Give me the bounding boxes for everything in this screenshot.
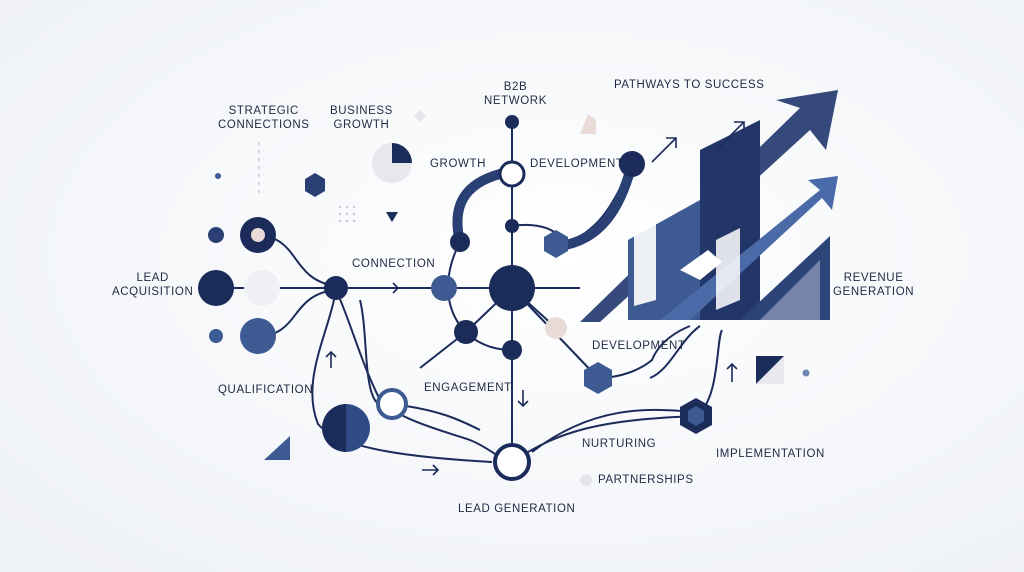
label-business-growth: BUSINESS GROWTH — [330, 105, 393, 131]
label-nurturing: NURTURING — [582, 438, 657, 450]
triangle-icons — [264, 110, 784, 460]
growth-arc — [452, 167, 513, 247]
arrow-up-icon — [325, 350, 337, 368]
arrow-down-icon — [517, 390, 529, 408]
label-partnerships: PARTNERSHIPS — [598, 474, 694, 486]
arrow-right-icon — [422, 464, 440, 476]
label-engagement: ENGAGEMENT — [424, 382, 512, 394]
label-implementation: IMPLEMENTATION — [716, 448, 825, 460]
label-b2b-network: B2B NETWORK — [484, 81, 547, 107]
arrow-icons — [325, 121, 745, 476]
label-lead-generation: LEAD GENERATION — [458, 503, 576, 515]
arrow-up-right-icon — [651, 137, 677, 163]
arrow-right-icon — [382, 282, 400, 294]
label-pathways-to-success: PATHWAYS TO SUCCESS — [614, 79, 765, 91]
decorative-dots — [258, 142, 356, 223]
hexagon-icons — [305, 173, 712, 434]
label-development-mid: DEVELOPMENT — [592, 340, 686, 352]
label-connection: CONNECTION — [352, 258, 436, 270]
rising-arrows-icon — [580, 90, 838, 322]
arrow-up-right-icon — [717, 121, 745, 149]
label-qualification: QUALIFICATION — [218, 384, 314, 396]
label-lead-acquisition: LEAD ACQUISITION — [112, 272, 194, 298]
label-growth: GROWTH — [430, 158, 486, 170]
label-development-top: DEVELOPMENT — [530, 158, 624, 170]
nodes — [198, 115, 810, 486]
development-arc — [555, 159, 637, 251]
arrow-up-icon — [726, 362, 738, 382]
label-revenue-generation: REVENUE GENERATION — [833, 272, 915, 298]
label-strategic-connections: STRATEGIC CONNECTIONS — [218, 105, 310, 131]
